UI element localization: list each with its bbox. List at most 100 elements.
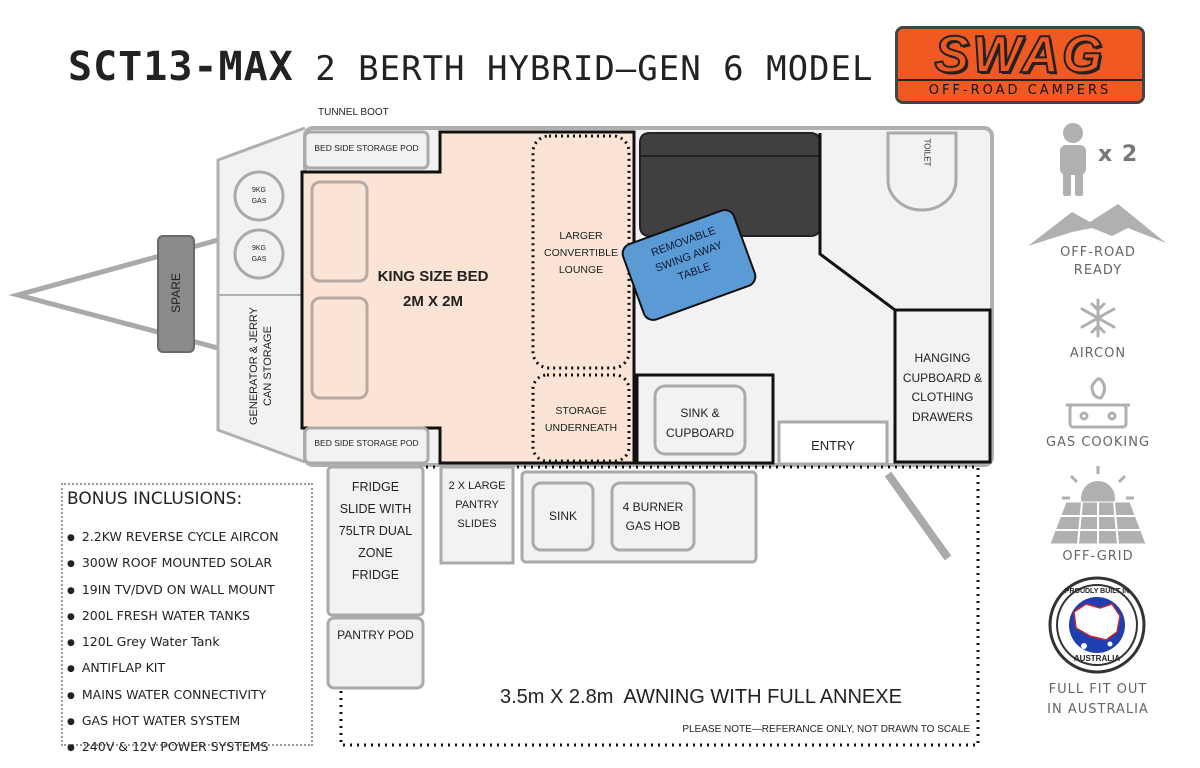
gas-top-label: 9KG GAS [239, 185, 279, 207]
offgrid-label: OFF-GRID [1062, 549, 1134, 564]
bonus-inclusions: BONUS INCLUSIONS: 2.2KW REVERSE CYCLE AI… [61, 483, 313, 754]
gas-bottle-top [233, 170, 285, 222]
bed-line2: 2M X 2M [402, 293, 463, 310]
storage-outline [531, 373, 631, 463]
gas-bottom-line1: 9KG [251, 245, 266, 252]
bed-pod-top-box [303, 130, 430, 170]
drawbar [8, 237, 219, 351]
toilet-label: TOILET [922, 138, 932, 167]
generator-line1: GENERATOR & JERRY [248, 307, 260, 425]
pantry-slides-line3: SLIDES [457, 518, 497, 530]
pillow-top [310, 180, 369, 283]
lounge-line3: LOUNGE [558, 264, 604, 276]
bed-pod-bottom-box [303, 426, 430, 465]
gas-bottle-bottom [233, 228, 285, 280]
gas-hob-line1: 4 BURNER [622, 500, 684, 514]
pantry-slides-line2: PANTRY [455, 499, 499, 511]
offroad-line1: OFF-ROAD [1060, 245, 1136, 260]
gas-hob-label: 4 BURNER GAS HOB [612, 498, 694, 536]
hanging-cupboard-box [893, 308, 992, 464]
hanging-label: HANGING CUPBOARD & CLOTHING DRAWERS [895, 349, 990, 427]
sink-cupboard-line2: CUPBOARD [665, 426, 734, 440]
page-title: SCT13-MAX 2 BERTH HYBRID—GEN 6 MODEL [68, 44, 873, 90]
fridge-label: FRIDGE SLIDE WITH 75LTR DUAL ZONE FRIDGE [328, 476, 423, 586]
fridge-slide-box [326, 465, 425, 617]
pantry-pod-label: PANTRY POD [337, 628, 414, 642]
gas-bottom-label: 9KG GAS [239, 243, 279, 265]
berth-count: x 2 [1098, 142, 1139, 167]
gas-top-line1: 9KG [251, 187, 266, 194]
sink-cupboard-label: SINK & CUPBOARD [655, 403, 745, 443]
fridge-line4: ZONE [358, 546, 393, 560]
gas-hob-line2: GAS HOB [625, 519, 681, 533]
hanging-line2: CUPBOARD & [902, 370, 983, 385]
solar-panel-icon [1049, 466, 1147, 545]
bonus-item: MAINS WATER CONNECTIVITY [67, 683, 279, 709]
storage-line2: UNDERNEATH [544, 422, 618, 434]
pantry-slides-box [439, 465, 515, 565]
bonus-item: ANTIFLAP KIT [67, 656, 279, 682]
generator-label: GENERATOR & JERRY CAN STORAGE [247, 281, 275, 451]
swag-logo: SWAG OFF-ROAD CAMPERS [895, 26, 1145, 104]
sink-cupboard-line1: SINK & [680, 406, 720, 420]
model-subtitle: 2 BERTH HYBRID—GEN 6 MODEL [315, 49, 874, 89]
sink-basin [653, 384, 747, 456]
aircon-label: AIRCON [1069, 346, 1127, 361]
fridge-line1: FRIDGE [351, 480, 400, 494]
outdoor-sink-label: SINK [548, 509, 577, 523]
bed-line1: KING SIZE BED [377, 268, 489, 285]
badge-bottom-text: AUSTRALIA [1073, 654, 1121, 663]
lounge-label: LARGER CONVERTIBLE LOUNGE [533, 228, 629, 279]
gas-bottom-line2: GAS [251, 256, 267, 263]
hanging-line4: DRAWERS [912, 409, 973, 424]
hanging-line3: CLOTHING [911, 390, 974, 404]
offroad-label: OFF-ROAD READY [1038, 244, 1158, 280]
bonus-item: 120L Grey Water Tank [67, 630, 279, 656]
bed-pod-top-label: BED SIDE STORAGE POD [314, 143, 419, 153]
bed-pod-bottom-label: BED SIDE STORAGE POD [314, 438, 419, 448]
fitout-line1: FULL FIT OUT [1048, 682, 1148, 697]
person-icon [1060, 123, 1086, 196]
gas-stove-icon [1066, 377, 1130, 429]
awning-label: 3.5m X 2.8m AWNING WITH FULL ANNEXE [500, 686, 902, 708]
logo-tagline: OFF-ROAD CAMPERS [898, 79, 1142, 101]
fitout-line2: IN AUSTRALIA [1047, 702, 1149, 717]
bonus-item: 200L FRESH WATER TANKS [67, 604, 279, 630]
lounge-line2: CONVERTIBLE [544, 247, 618, 259]
lounge-line1: LARGER [559, 230, 603, 242]
bonus-item: 19IN TV/DVD ON WALL MOUNT [67, 578, 279, 604]
gas-top-line2: GAS [251, 198, 267, 205]
bonus-item: 300W ROOF MOUNTED SOLAR [67, 551, 279, 577]
logo-brand: SWAG [934, 26, 1106, 84]
badge-top-text: PROUDLY BUILT IN [1064, 588, 1130, 595]
pantry-pod-box [326, 616, 425, 690]
bonus-item: 240V & 12V POWER SYSTEMS [67, 735, 279, 761]
offroad-line2: READY [1073, 263, 1123, 278]
bed-label: KING SIZE BED 2M X 2M [368, 264, 498, 314]
australia-badge [1048, 576, 1146, 674]
bonus-list: 2.2KW REVERSE CYCLE AIRCON 300W ROOF MOU… [67, 525, 279, 762]
fridge-line5: FRIDGE [351, 568, 400, 582]
entry-door [777, 420, 889, 466]
spare-label: SPARE [169, 273, 183, 313]
spare-wheel [157, 235, 195, 353]
tunnel-boot-label: TUNNEL BOOT [318, 107, 389, 118]
model-name: SCT13-MAX [68, 44, 294, 90]
gas-hob-box [610, 481, 696, 552]
snowflake-icon [1080, 298, 1116, 338]
pillow-bottom [310, 296, 369, 400]
fridge-line3: 75LTR DUAL [338, 524, 413, 538]
fitout-label: FULL FIT OUT IN AUSTRALIA [1023, 680, 1173, 720]
generator-line2: CAN STORAGE [262, 326, 274, 406]
storage-line1: STORAGE [555, 405, 607, 417]
toilet [886, 131, 958, 212]
hanging-line1: HANGING [914, 351, 971, 365]
outdoor-sink-box [531, 481, 595, 552]
disclaimer-note: PLEASE NOTE—REFERANCE ONLY, NOT DRAWN TO… [682, 724, 970, 735]
lounge-outline [531, 134, 631, 370]
bonus-item: 2.2KW REVERSE CYCLE AIRCON [67, 525, 279, 551]
fridge-line2: SLIDE WITH [339, 502, 412, 516]
mountain-icon [1028, 204, 1166, 246]
bonus-item: GAS HOT WATER SYSTEM [67, 709, 279, 735]
